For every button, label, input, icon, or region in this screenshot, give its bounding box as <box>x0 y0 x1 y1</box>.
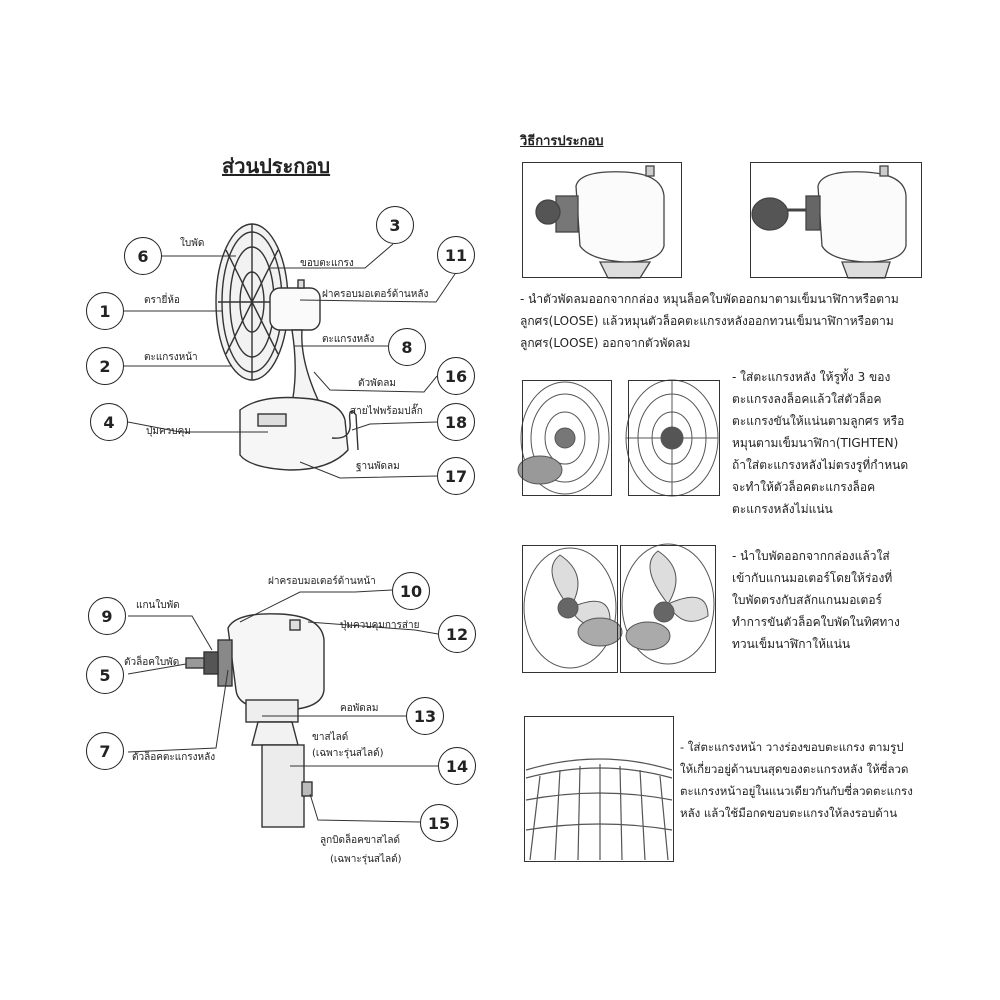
step-line: ตะแกรงหน้าอยู่ในแนวเดียวกันกับซี่ลวดตะแก… <box>680 784 913 798</box>
step-line: - นำใบพัดออกจากกล่องแล้วใส่ <box>732 549 890 563</box>
step2-text: - ใส่ตะแกรงหลัง ให้รูทั้ง 3 ของ ตะแกรงลง… <box>732 366 992 520</box>
step4-photo <box>524 716 674 862</box>
step-line: - นำตัวพัดลมออกจากกล่อง หมุนล็อคใบพัดออก… <box>520 292 899 306</box>
callout-label: ตัวพัดลม <box>358 378 396 389</box>
callout-number: 4 <box>90 403 128 441</box>
step4-text: - ใส่ตะแกรงหน้า วางร่องขอบตะแกรง ตามรูป … <box>680 736 992 824</box>
callout-label: ขอบตะแกรง <box>300 258 354 269</box>
callout-label: ฝาครอบมอเตอร์ด้านหลัง <box>322 289 429 300</box>
step1-photo-b <box>750 162 922 278</box>
callout-label: ฐานพัดลม <box>356 461 400 472</box>
step-line: ถ้าใส่ตะแกรงหลังไม่ตรงรูที่กำหนด <box>732 458 909 472</box>
callout-label-note: (เฉพาะรุ่นสไลด์) <box>330 854 402 865</box>
callout-label: ใบพัด <box>180 238 205 249</box>
callout-number: 1 <box>86 292 124 330</box>
callout-label: ปุ่มควบคุมการส่าย <box>340 620 420 631</box>
assembly-title: วิธีการประกอบ <box>520 134 604 149</box>
callout-number: 11 <box>437 236 475 274</box>
callout-number: 7 <box>86 732 124 770</box>
step-line: ตะแกรงหลังไม่แน่น <box>732 502 833 516</box>
callout-number: 16 <box>437 357 475 395</box>
callout-number: 15 <box>420 804 458 842</box>
step-line: หมุนตามเข็มนาฬิกา(TIGHTEN) <box>732 436 899 450</box>
step-line: หลัง แล้วใช้มือกดขอบตะแกรงให้ลงรอบด้าน <box>680 806 898 820</box>
callout-number: 5 <box>86 656 124 694</box>
callout-number: 13 <box>406 697 444 735</box>
callout-label: ปุ่มควบคุม <box>146 426 191 437</box>
callout-number: 17 <box>437 457 475 495</box>
step3-photo-b <box>620 545 716 673</box>
step-line: - ใส่ตะแกรงหน้า วางร่องขอบตะแกรง ตามรูป <box>680 740 904 754</box>
callout-number: 10 <box>392 572 430 610</box>
step-line: เข้ากับแกนมอเตอร์โดยให้ร่องที่ <box>732 571 893 585</box>
callout-number: 2 <box>86 347 124 385</box>
callout-label: ตัวล็อคตะแกรงหลัง <box>132 752 216 763</box>
step-line: ลูกศร(LOOSE) ออกจากตัวพัดลม <box>520 336 691 350</box>
step1-text: - นำตัวพัดลมออกจากกล่อง หมุนล็อคใบพัดออก… <box>520 288 980 354</box>
callout-number: 18 <box>437 403 475 441</box>
step-line: ทำการขันตัวล็อคใบพัดในทิศทาง <box>732 615 900 629</box>
callout-number: 6 <box>124 237 162 275</box>
parts-title: ส่วนประกอบ <box>222 154 331 178</box>
step-line: จะทำให้ตัวล็อคตะแกรงล็อค <box>732 480 876 494</box>
step2-photo-b <box>628 380 720 496</box>
step1-photo-a <box>522 162 682 278</box>
callout-label: คอพัดลม <box>340 703 379 714</box>
callout-number: 9 <box>88 597 126 635</box>
callout-label: ตะแกรงหน้า <box>144 352 198 363</box>
step-line: ตะแกรงขันให้แน่นตามลูกศร หรือ <box>732 414 905 428</box>
callout-label: ลูกบิดล็อคขาสไลด์ <box>320 835 401 846</box>
callout-label: ตรายี่ห้อ <box>144 295 180 306</box>
callout-label: แกนใบพัด <box>136 600 180 611</box>
motor-assembly-illustration <box>185 613 325 828</box>
step-line: ลูกศร(LOOSE) แล้วหมุนตัวล็อคตะแกรงหลังออ… <box>520 314 894 328</box>
fan-front-view-illustration <box>215 223 359 471</box>
step3-photo-a <box>522 545 618 673</box>
callout-label: ขาสไลด์ <box>312 732 349 743</box>
step2-photo-a <box>522 380 612 496</box>
callout-number: 12 <box>438 615 476 653</box>
callout-label: สายไฟพร้อมปลั๊ก <box>350 406 423 417</box>
step3-text: - นำใบพัดออกจากกล่องแล้วใส่ เข้ากับแกนมอ… <box>732 545 992 655</box>
step-line: ให้เกี่ยวอยู่ด้านบนสุดของตะแกรงหลัง ให้ซ… <box>680 762 909 776</box>
callout-number: 3 <box>376 206 414 244</box>
step-line: - ใส่ตะแกรงหลัง ให้รูทั้ง 3 ของ <box>732 370 891 384</box>
step-line: ใบพัดตรงกับสลักแกนมอเตอร์ <box>732 593 882 607</box>
callout-label: ตัวล็อคใบพัด <box>124 657 180 668</box>
callout-number: 8 <box>388 328 426 366</box>
callout-label-note: (เฉพาะรุ่นสไลด์) <box>312 748 384 759</box>
step-line: ตะแกรงลงล็อคแล้วใส่ตัวล็อค <box>732 392 882 406</box>
callout-label: ตะแกรงหลัง <box>322 334 375 345</box>
step-line: ทวนเข็มนาฬิกาให้แน่น <box>732 637 851 651</box>
callout-label: ฝาครอบมอเตอร์ด้านหน้า <box>268 576 376 587</box>
callout-number: 14 <box>438 747 476 785</box>
